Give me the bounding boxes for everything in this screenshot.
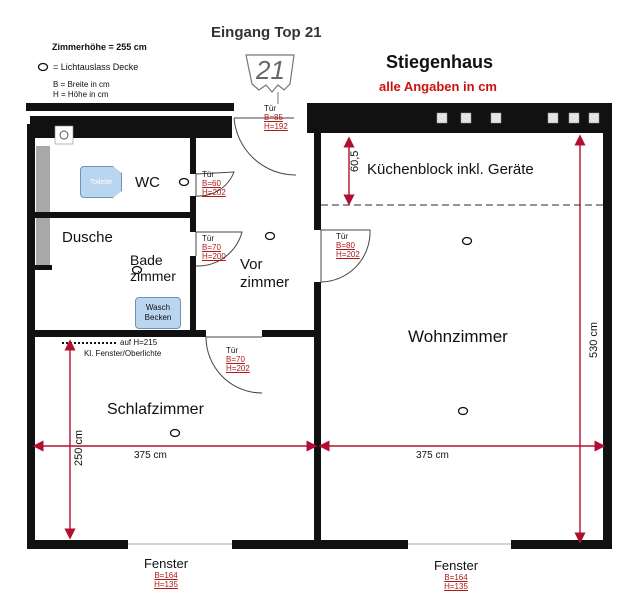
room-kitchen: Küchenblock inkl. Geräte	[367, 161, 534, 178]
stairwell-wall	[307, 103, 612, 133]
entrance-title: Eingang Top 21	[211, 24, 322, 41]
small-window-height: auf H=215	[120, 338, 158, 347]
dim-living-width: 375 cm	[416, 450, 449, 461]
room-shower: Dusche	[62, 229, 113, 246]
wall-bath-right	[190, 256, 196, 336]
wall-hall-right-upper	[314, 133, 321, 230]
units-note: alle Angaben in cm	[379, 79, 497, 94]
light-outlet-legend: = Lichtauslass Decke	[53, 62, 139, 72]
wall-hall-bottom	[262, 330, 314, 337]
washbasin-fixture: Wasch Becken	[135, 297, 181, 329]
room-wc: WC	[135, 174, 160, 191]
installation-shaft	[36, 146, 50, 268]
top-wall-thick	[30, 116, 232, 138]
room-hallway: Vor zimmer	[240, 256, 290, 291]
toilet-fixture: Toilette	[80, 166, 122, 198]
top-wall-left	[26, 103, 234, 111]
wall-wc-right-upper	[190, 138, 196, 174]
stairwell-wall-windows	[436, 112, 600, 124]
height-legend: H = Höhe in cm	[53, 90, 109, 99]
dim-kitchen-depth: 60,5	[349, 150, 361, 172]
small-window-label: Kl. Fenster/Oberlichte	[84, 349, 162, 358]
bottom-wall-a	[27, 540, 128, 549]
bottom-wall-b	[232, 540, 408, 549]
light-outlet-bedroom	[169, 428, 181, 438]
door-swing-bath	[195, 231, 243, 267]
wall-shower-bottom	[30, 265, 52, 270]
wall-bath-bottom	[30, 330, 206, 337]
dim-bedroom-width: 375 cm	[134, 450, 167, 461]
unit-number: 21	[256, 55, 285, 85]
door-swing-living	[320, 229, 371, 283]
room-living: Wohnzimmer	[408, 327, 508, 346]
door-swing-entrance	[233, 117, 297, 176]
light-outlet-bath	[131, 265, 143, 275]
room-bedroom: Schlafzimmer	[107, 401, 204, 418]
light-outlet-wc	[178, 177, 190, 187]
door-swing-bedroom	[205, 336, 263, 394]
ventilation-shaft	[54, 125, 74, 145]
dim-living-depth: 530 cm	[588, 321, 600, 358]
light-outlet-living	[457, 406, 469, 416]
light-outlet-living-kitchen	[461, 236, 473, 246]
bottom-wall-c	[511, 540, 612, 549]
dim-bedroom-depth: 250 cm	[73, 429, 85, 466]
wall-wc-bottom	[30, 212, 196, 218]
stairwell-title: Stiegenhaus	[386, 52, 494, 72]
outer-wall-right	[603, 133, 612, 546]
wall-hall-right-lower	[314, 282, 321, 546]
entrance-number-sketch	[245, 54, 295, 104]
ceiling-height-note: Zimmerhöhe = 255 cm	[52, 42, 147, 52]
light-outlet-hall	[264, 231, 276, 241]
legend-light-icon	[37, 62, 49, 72]
room-bathroom: Bade zimmer	[130, 252, 176, 284]
width-legend: B = Breite in cm	[53, 80, 110, 89]
door-swing-wc	[195, 171, 235, 197]
